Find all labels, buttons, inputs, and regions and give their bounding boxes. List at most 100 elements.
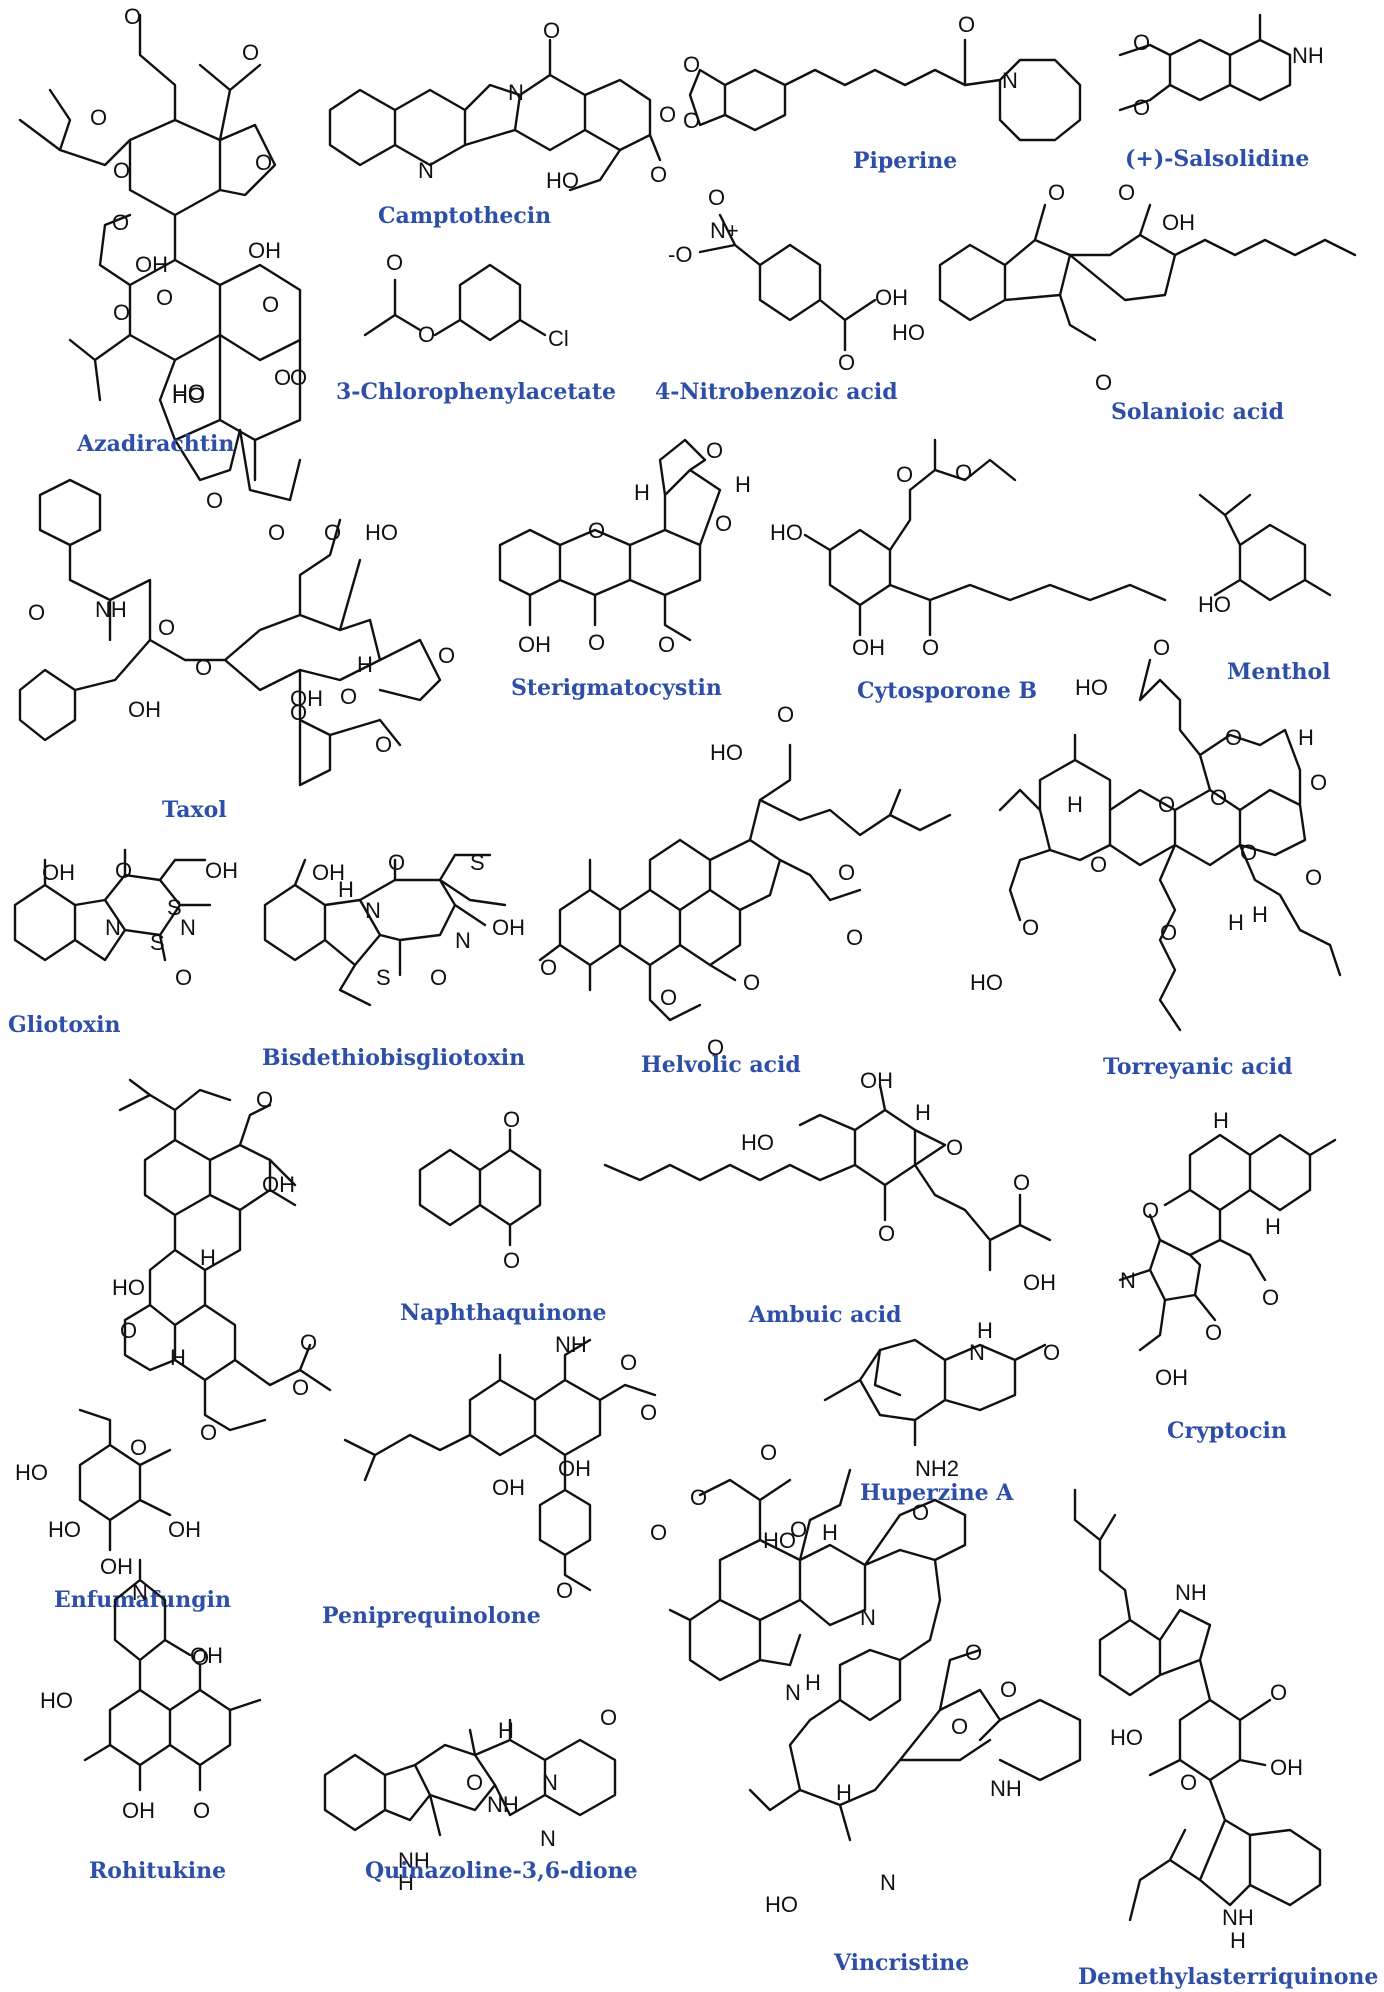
atom-label: O (588, 630, 605, 655)
atom-label: NH (1175, 1580, 1207, 1605)
atom-label: OH (312, 860, 345, 885)
structure-ambuic: OH H HO O O O OH (603, 1068, 1056, 1295)
atom-label: NH2 (915, 1456, 959, 1481)
atom-label: NH (487, 1792, 519, 1817)
atom-label: N (1002, 68, 1018, 93)
label-gliotoxin: Gliotoxin (8, 1012, 120, 1038)
atom-label: O (683, 108, 700, 133)
atom-label: N (860, 1605, 876, 1630)
atom-label: HO (765, 1892, 798, 1917)
atom-label: N (785, 1680, 801, 1705)
atom-label: O (242, 40, 259, 65)
atom-label: OH (290, 686, 323, 711)
atom-label: O (130, 1435, 147, 1460)
atom-label: H (1067, 792, 1083, 817)
atom-label: S (470, 850, 485, 875)
structure-gliotoxin: OH O OH N S S N O (13, 848, 238, 990)
atom-label: O (156, 285, 173, 310)
atom-label: O (28, 600, 45, 625)
atom-label: O (290, 365, 307, 390)
atom-label: S (376, 965, 391, 990)
atom-label: O (1048, 180, 1065, 205)
atom-label: O (846, 925, 863, 950)
structure-taxol: O NH OH O O O O O HO OH H O O O O (18, 478, 455, 787)
structure-cytosporone: O O HO OH O (770, 438, 1167, 660)
atom-label: HO (970, 970, 1003, 995)
atom-label: OH (1155, 1365, 1188, 1390)
atom-label: H (1213, 1108, 1229, 1133)
atom-label: O (660, 985, 677, 1010)
atom-label: O (175, 965, 192, 990)
atom-label: O (658, 632, 675, 657)
label-cytosporone: Cytosporone B (857, 678, 1037, 704)
structure-huperzine: H N O NH2 (823, 1318, 1060, 1481)
atom-label: HO (741, 1130, 774, 1155)
atom-label: O (120, 1318, 137, 1343)
atom-label: O (1270, 1680, 1287, 1705)
atom-label: H (1298, 725, 1314, 750)
atom-label: O (1240, 840, 1257, 865)
label-camptothecin: Camptothecin (378, 203, 551, 229)
atom-label: O (708, 185, 725, 210)
label-cryptocin: Cryptocin (1167, 1418, 1287, 1444)
atom-label: O (1142, 1198, 1159, 1223)
atom-label: O (743, 970, 760, 995)
atom-label: O (158, 615, 175, 640)
atom-label: OH (42, 860, 75, 885)
atom-label: O (256, 1087, 273, 1112)
label-nitrobenzoic: 4-Nitrobenzoic acid (655, 379, 898, 405)
atom-label: O (292, 1375, 309, 1400)
label-chlorophenylacetate: 3-Chlorophenylacetate (336, 379, 616, 405)
atom-label: O (375, 732, 392, 757)
atom-label: NH (1292, 43, 1324, 68)
atom-label: O (760, 1440, 777, 1465)
atom-label: OH (1162, 210, 1195, 235)
structure-rohitukine: N OH O HO OH O (40, 1558, 262, 1823)
atom-label: HO (546, 168, 579, 193)
atom-label: O (268, 520, 285, 545)
atom-label: O (1095, 370, 1112, 395)
atom-label: HO (40, 1688, 73, 1713)
atom-label: O (112, 210, 129, 235)
atom-label: O (193, 1798, 210, 1823)
atom-label: HO (365, 520, 398, 545)
atom-label: N (540, 1826, 556, 1851)
atom-label: H (398, 1870, 414, 1895)
atom-label: Cl (548, 326, 569, 351)
atom-label: O (955, 460, 972, 485)
atom-label: N (418, 158, 434, 183)
atom-label: N (365, 898, 381, 923)
label-solanioic: Solanioic acid (1111, 399, 1284, 425)
atom-label: S (167, 895, 182, 920)
atom-label: O (951, 1714, 968, 1739)
atom-label: -O (668, 242, 692, 267)
atom-label: H (822, 1520, 838, 1545)
structure-bisdethio: OH H O S OH N N O S (263, 850, 525, 1007)
atom-label: O (912, 1500, 929, 1525)
atom-label: S (150, 930, 165, 955)
label-naphthaquinone: Naphthaquinone (400, 1300, 607, 1326)
atom-label: N (969, 1340, 985, 1365)
atom-label: H (915, 1100, 931, 1125)
atom-label: O (1158, 792, 1175, 817)
atom-label: O (715, 511, 732, 536)
atom-label: O (777, 702, 794, 727)
atom-label: O (1013, 1170, 1030, 1195)
atom-label: O (195, 655, 212, 680)
label-salsolidine: (+)-Salsolidine (1125, 146, 1309, 172)
atom-label: O (540, 955, 557, 980)
atom-label: O (386, 250, 403, 275)
atom-label: O (640, 1400, 657, 1425)
atom-label: N (880, 1870, 896, 1895)
atom-label: O (706, 438, 723, 463)
atom-label: H (836, 1780, 852, 1805)
atom-label: HO (48, 1517, 81, 1542)
atom-label: O (274, 365, 291, 390)
atom-label: O (503, 1107, 520, 1132)
atom-label: HO (892, 320, 925, 345)
atom-label: O (192, 1645, 209, 1670)
atom-label: NH (1222, 1905, 1254, 1930)
atom-label: O (690, 1485, 707, 1510)
atom-label: O (1205, 1320, 1222, 1345)
label-enfumafungin: Enfumafungin (54, 1587, 231, 1613)
